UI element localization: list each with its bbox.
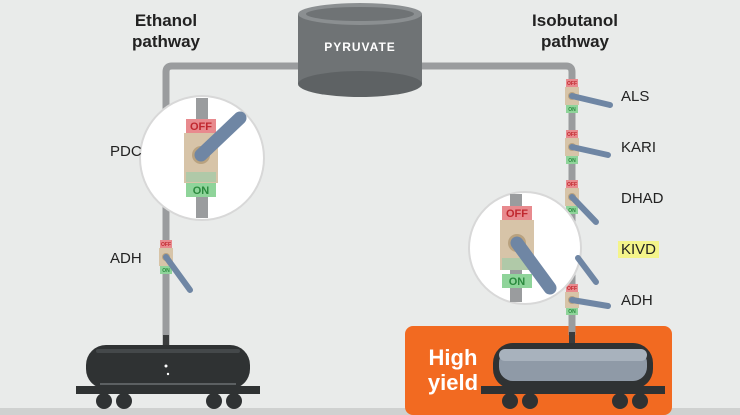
valve-adh-ethanol[interactable]: OFF ON: [159, 240, 193, 293]
svg-text:ON: ON: [193, 185, 210, 197]
enzyme-label-kari: KARI: [621, 139, 657, 156]
high-yield-line2: yield: [427, 370, 479, 395]
isobutanol-pathway-title: Isobutanol pathway: [510, 10, 640, 52]
svg-text:OFF: OFF: [567, 132, 577, 138]
svg-text:OFF: OFF: [567, 81, 577, 87]
enzyme-label-dhad: DHAD: [621, 190, 664, 207]
svg-text:ON: ON: [568, 208, 576, 214]
svg-text:OFF: OFF: [567, 286, 577, 292]
valve-adh-isobutanol[interactable]: OFF ON: [565, 284, 611, 315]
ethanol-tank-car: [76, 335, 260, 409]
ethanol-pipe: [162, 62, 310, 345]
svg-text:ON: ON: [568, 107, 576, 113]
svg-text:ON: ON: [162, 268, 170, 274]
svg-text:OFF: OFF: [506, 208, 528, 220]
isobutanol-tank-car: [481, 332, 665, 409]
valve-kari[interactable]: OFF ON: [565, 130, 611, 164]
enzyme-label-adh-ethanol: ADH: [110, 250, 142, 267]
ethanol-title-line2: pathway: [131, 32, 201, 51]
high-yield-label: High yield: [418, 345, 488, 395]
kivd-highlight: KIVD: [618, 241, 660, 258]
svg-text:OFF: OFF: [161, 242, 171, 248]
floor: [0, 408, 740, 415]
svg-text:OFF: OFF: [190, 121, 212, 133]
enzyme-label-pdc: PDC: [110, 143, 142, 160]
svg-text:ON: ON: [509, 276, 526, 288]
zoom-valve-pdc[interactable]: OFF ON: [139, 95, 265, 221]
tank-label: PYRUVATE: [324, 40, 396, 54]
isobutanol-pipe: [420, 62, 576, 335]
high-yield-line1: High: [428, 345, 478, 370]
pyruvate-tank: PYRUVATE: [298, 3, 422, 97]
enzyme-label-als: ALS: [621, 88, 650, 105]
pipe-network: [162, 62, 576, 345]
svg-text:OFF: OFF: [567, 182, 577, 188]
enzyme-label-adh-isobutanol: ADH: [621, 292, 653, 309]
isobutanol-title-line2: pathway: [540, 32, 610, 51]
svg-text:ON: ON: [568, 309, 576, 315]
valve-dhad[interactable]: OFF ON: [565, 180, 599, 225]
ethanol-pathway-title: Ethanol pathway: [116, 10, 216, 52]
zoom-valve-kivd[interactable]: OFF ON: [468, 191, 599, 305]
svg-text:ON: ON: [568, 158, 576, 164]
isobutanol-title-line1: Isobutanol: [532, 11, 618, 30]
valve-als[interactable]: OFF ON: [565, 79, 613, 113]
enzyme-label-kivd: KIVD: [618, 241, 660, 258]
ethanol-title-line1: Ethanol: [134, 11, 198, 30]
